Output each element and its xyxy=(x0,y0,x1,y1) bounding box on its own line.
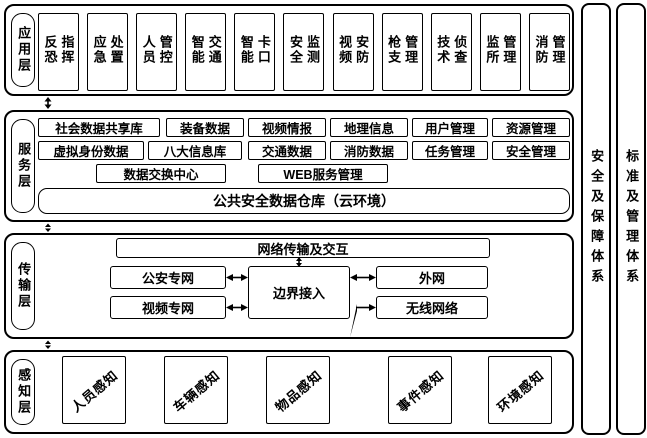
app-box-emergency: 应急处置 xyxy=(87,13,129,91)
standards-management-system-bar: 标准及管理体系 xyxy=(616,3,646,435)
application-items-row: 反恐指挥 应急处置 人员管控 智能交通 智能卡口 安全监测 视频安防 枪支管理 … xyxy=(38,13,570,91)
app-box-video-security: 视频安防 xyxy=(332,13,374,91)
perception-box-label: 物品感知 xyxy=(272,367,325,415)
arrow-border-wireless xyxy=(350,304,376,337)
service-box-video-intel: 视频情报 xyxy=(248,118,326,137)
application-layer-label-box: 应用层 xyxy=(11,13,35,87)
app-box-label: 应急处置 xyxy=(91,35,124,65)
app-box-label: 反恐指挥 xyxy=(42,35,75,65)
app-box-tech-investigation: 技术侦查 xyxy=(430,13,472,91)
app-box-personnel-control: 人员管控 xyxy=(136,13,178,91)
app-box-label: 消防管理 xyxy=(533,35,566,65)
perception-layer-label-box: 感知层 xyxy=(11,359,35,425)
service-box-security-mgmt: 安全管理 xyxy=(492,141,570,160)
service-box-fire-data: 消防数据 xyxy=(330,141,408,160)
border-access-node: 边界接入 xyxy=(248,266,350,319)
app-box-label: 枪支管理 xyxy=(386,35,419,65)
standards-management-system-label: 标准及管理体系 xyxy=(624,149,640,289)
transmission-layer: 传输层 网络传输及交互 公安专网 视频专网 边界接入 外网 无线网络 xyxy=(4,233,574,339)
perception-box-object: 物品感知 xyxy=(266,356,330,424)
transmission-layer-label: 传输层 xyxy=(16,262,32,310)
perception-box-event: 事件感知 xyxy=(388,356,452,424)
app-box-smart-traffic: 智能交通 xyxy=(185,13,227,91)
service-box-task-mgmt: 任务管理 xyxy=(412,141,488,160)
service-layer-label-box: 服务层 xyxy=(11,119,35,213)
app-box-counter-terror: 反恐指挥 xyxy=(38,13,79,91)
arrow-video-border xyxy=(226,304,248,311)
network-transmission-bus: 网络传输及交互 xyxy=(116,238,490,258)
external-network: 外网 xyxy=(376,266,488,289)
app-box-firearms-mgmt: 枪支管理 xyxy=(381,13,423,91)
app-box-label: 监所管理 xyxy=(484,35,517,65)
app-box-fire-mgmt: 消防管理 xyxy=(528,13,570,91)
arrow-border-external xyxy=(350,274,376,281)
app-box-label: 安全监测 xyxy=(287,35,320,65)
perception-box-label: 事件感知 xyxy=(394,367,447,415)
arrow-transmission-perception xyxy=(45,340,51,349)
perception-box-label: 环境感知 xyxy=(494,367,547,415)
service-layer-label: 服务层 xyxy=(16,142,32,190)
arrow-psn-border xyxy=(226,274,248,281)
service-box-eight-databases: 八大信息库 xyxy=(148,141,242,160)
security-assurance-system-label: 安全及保障体系 xyxy=(589,149,605,289)
security-assurance-system-bar: 安全及保障体系 xyxy=(581,3,611,435)
perception-box-person: 人员感知 xyxy=(62,356,126,424)
video-private-network: 视频专网 xyxy=(110,296,226,319)
perception-layer: 感知层 人员感知 车辆感知 物品感知 事件感知 环境感知 xyxy=(4,350,574,434)
app-box-label: 视频安防 xyxy=(337,35,370,65)
wireless-network: 无线网络 xyxy=(376,296,488,319)
app-box-label: 智能卡口 xyxy=(238,35,271,65)
app-box-smart-checkpoint: 智能卡口 xyxy=(234,13,276,91)
service-box-social-data-share: 社会数据共享库 xyxy=(38,118,160,137)
app-box-label: 技术侦查 xyxy=(435,35,468,65)
perception-box-label: 人员感知 xyxy=(68,367,121,415)
service-layer: 服务层 社会数据共享库 装备数据 视频情报 地理信息 用户管理 资源管理 虚拟身… xyxy=(4,110,574,222)
service-box-traffic-data: 交通数据 xyxy=(248,141,326,160)
perception-box-environment: 环境感知 xyxy=(488,356,552,424)
transmission-layer-label-box: 传输层 xyxy=(11,242,35,330)
service-box-data-exchange: 数据交换中心 xyxy=(96,164,226,183)
public-security-data-warehouse: 公共安全数据仓库（云环境） xyxy=(38,188,570,214)
app-box-label: 人员管控 xyxy=(140,35,173,65)
police-private-network: 公安专网 xyxy=(110,266,226,289)
app-box-detention-mgmt: 监所管理 xyxy=(479,13,521,91)
perception-box-label: 车辆感知 xyxy=(170,367,223,415)
application-layer: 应用层 反恐指挥 应急处置 人员管控 智能交通 智能卡口 安全监测 视频安防 枪… xyxy=(4,4,574,96)
app-box-label: 智能交通 xyxy=(189,35,222,65)
service-box-user-mgmt: 用户管理 xyxy=(412,118,488,137)
app-box-safety-monitoring: 安全监测 xyxy=(283,13,325,91)
service-box-resource-mgmt: 资源管理 xyxy=(492,118,570,137)
service-box-virtual-identity: 虚拟身份数据 xyxy=(38,141,144,160)
arrow-app-service xyxy=(44,97,52,109)
service-box-geo-info: 地理信息 xyxy=(330,118,408,137)
service-box-equipment-data: 装备数据 xyxy=(166,118,244,137)
perception-box-vehicle: 车辆感知 xyxy=(164,356,228,424)
arrow-service-transmission xyxy=(45,223,51,232)
application-layer-label: 应用层 xyxy=(16,26,32,74)
service-box-web-service-mgmt: WEB服务管理 xyxy=(258,164,388,183)
perception-layer-label: 感知层 xyxy=(16,368,32,416)
